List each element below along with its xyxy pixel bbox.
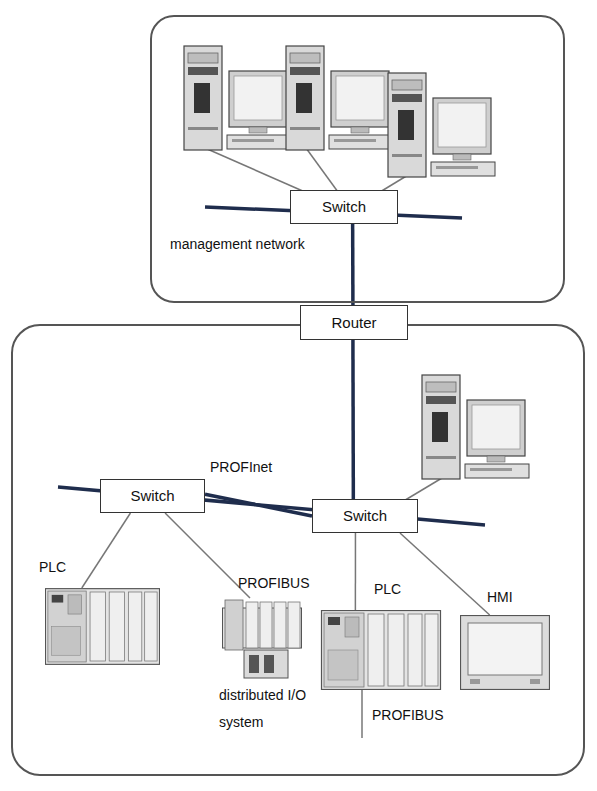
- network-link: [355, 533, 357, 610]
- node-label: Router: [301, 306, 407, 339]
- router-box: Router: [300, 305, 408, 340]
- network-zone: management network Switch: [150, 15, 565, 303]
- hmi-illustration: [461, 616, 550, 690]
- node-label: HMI: [487, 588, 537, 606]
- node-label: PLC: [39, 558, 99, 576]
- plant-network-frame: [12, 325, 584, 775]
- plc-illustration: [322, 611, 441, 690]
- network-link: [400, 533, 490, 615]
- io-device: distributed I/O system: [222, 598, 302, 680]
- node-label: Switch: [291, 191, 397, 223]
- plc-device: PLC: [320, 610, 442, 690]
- node-label: distributed I/O system: [219, 682, 331, 736]
- node-label: Switch: [313, 500, 417, 532]
- network-link: [351, 340, 355, 499]
- pc-wire: [306, 148, 338, 192]
- plc-device: PLC: [45, 588, 160, 665]
- network-link: [82, 513, 131, 588]
- network-link: [205, 494, 312, 516]
- pc-workstation: [388, 73, 495, 177]
- pc-workstation: [422, 375, 529, 479]
- node-label: PLC: [374, 580, 424, 598]
- node-label: Switch: [101, 480, 204, 512]
- profibus-wire: [361, 688, 363, 738]
- switch-box: Switch: [100, 479, 205, 513]
- switch-box: Switch: [312, 499, 418, 533]
- pc-workstation: [286, 46, 393, 150]
- node-label: management network: [170, 235, 390, 253]
- bus-label: PROFIBUS: [238, 574, 310, 592]
- network-name: PROFInet: [210, 458, 272, 476]
- network-link: [165, 513, 250, 598]
- plc-illustration: [45, 589, 159, 665]
- distributed-io-illustration: [223, 600, 302, 678]
- pc-workstation: [184, 46, 291, 150]
- switch-box: Switch: [290, 190, 398, 224]
- bus-label: PROFIBUS: [372, 706, 444, 724]
- pc-wire: [205, 148, 305, 192]
- network-link: [351, 224, 355, 305]
- hmi-device: HMI: [460, 615, 550, 690]
